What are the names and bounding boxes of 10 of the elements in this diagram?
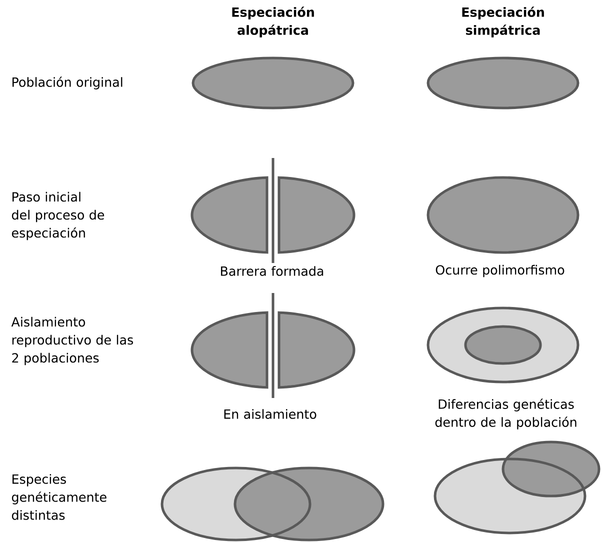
column-header: Especiación alopátrica: [232, 6, 314, 38]
stage-caption: En aislamiento: [224, 409, 316, 419]
stage-caption: Barrera formada: [221, 266, 324, 276]
stage-caption: Ocurre polimorfismo: [436, 264, 564, 278]
stage-caption: Diferencias genéticas dentro de la población: [435, 398, 576, 430]
row-label: Aislamiento reproductivo de las 2 poblaciones: [11, 316, 134, 366]
column-header: Especiación simpátrica: [462, 6, 544, 38]
row-label: Paso inicial del proceso de especiación: [12, 192, 104, 240]
row-label: Especies genéticamente distintas: [12, 474, 106, 520]
row-label: Población original: [12, 76, 122, 90]
